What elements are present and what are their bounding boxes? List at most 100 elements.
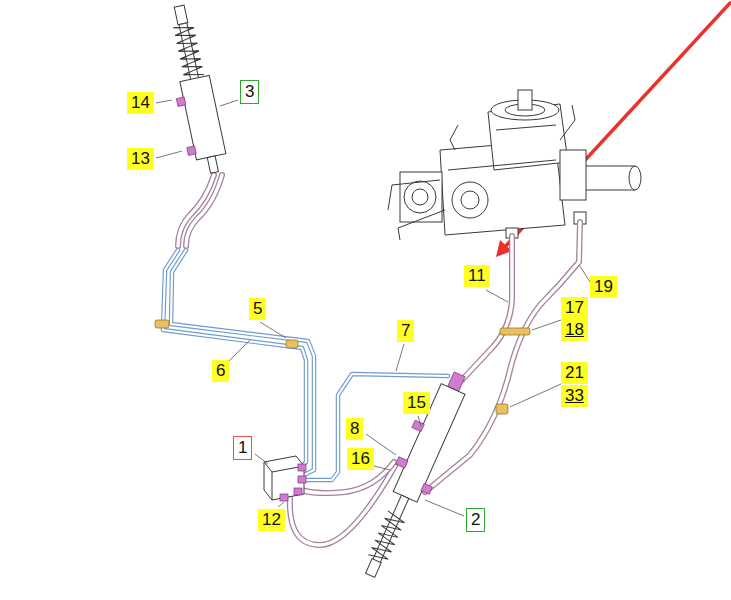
hose (186, 175, 222, 246)
spring (174, 24, 204, 79)
callout-number: 16 (351, 449, 370, 469)
callout-box: 12 (258, 509, 285, 531)
pump-motor-end (629, 166, 641, 190)
callout-number: 13 (131, 149, 150, 169)
rod (207, 156, 218, 173)
leader-line (228, 340, 250, 362)
pump-detail (448, 160, 556, 170)
callout-box: 17 (561, 297, 588, 319)
callout-number: 17 (565, 298, 584, 318)
leader-line (156, 151, 182, 158)
fitting (421, 483, 432, 494)
cylinder-body (393, 384, 465, 502)
pump-side-block (400, 172, 442, 222)
pump-gear (452, 182, 488, 218)
tube-clamp (155, 320, 169, 328)
callout-number: 12 (262, 510, 281, 530)
pump-flange-inner (412, 189, 428, 205)
callout-number: 5 (253, 299, 262, 319)
pump-flange (404, 181, 436, 213)
leader-line (580, 266, 590, 282)
callout-box: 19 (590, 276, 617, 298)
callout-box: 2 (466, 508, 485, 532)
hose (425, 222, 580, 492)
callout-box: 5 (249, 298, 266, 320)
pump-gear-inner (461, 191, 479, 209)
leader-line (156, 100, 172, 103)
pump-pipes (388, 180, 445, 240)
fitting (396, 457, 408, 468)
leader-line (260, 322, 286, 338)
rod-end (174, 5, 188, 25)
callout-number: 19 (594, 277, 613, 297)
rod-end (366, 559, 382, 578)
hose-clamp (500, 328, 530, 335)
tube (163, 250, 306, 468)
callout-number: 6 (216, 361, 225, 381)
fitting (294, 488, 302, 495)
tube (171, 250, 314, 476)
leader-line (486, 290, 508, 302)
callout-box: 16 (347, 448, 374, 470)
cylinder-body (180, 75, 226, 159)
rod (372, 495, 409, 564)
fitting (298, 476, 306, 483)
tube (163, 250, 306, 468)
callout-box: 15 (403, 392, 430, 414)
callout-number: 21 (565, 363, 584, 383)
pump-pipes (450, 105, 575, 150)
pump-detail (496, 125, 556, 130)
leader-line (418, 416, 421, 426)
hose (462, 236, 512, 380)
callout-box: 33 (561, 385, 588, 407)
leader-line (532, 320, 561, 330)
leader-line (278, 502, 284, 507)
callout-number: 15 (407, 393, 426, 413)
hose (186, 175, 222, 246)
cylinder-lower (350, 365, 479, 583)
fitting (176, 97, 185, 106)
callout-box: 21 (561, 362, 588, 384)
leader-line (374, 466, 390, 470)
fitting (412, 420, 424, 431)
callout-box: 11 (464, 265, 490, 287)
callout-box: 6 (212, 360, 229, 382)
callout-number: 33 (565, 386, 584, 406)
fitting (280, 494, 288, 501)
callout-number: 8 (350, 419, 359, 439)
callout-box: 3 (240, 80, 259, 104)
hoses (178, 175, 580, 545)
callout-box: 13 (127, 148, 154, 170)
callout-number: 1 (238, 438, 247, 458)
pump-port (518, 90, 532, 110)
callout-number: 18 (565, 320, 584, 340)
spring (368, 511, 406, 563)
callout-number: 2 (471, 510, 480, 530)
leader-lines (156, 100, 590, 516)
leader-line (425, 500, 464, 516)
callout-number: 7 (401, 321, 410, 341)
callout-box: 18 (561, 319, 588, 341)
leader-line (396, 344, 404, 371)
leader-line (220, 100, 238, 106)
callout-box: 1 (233, 436, 252, 460)
fitting (187, 146, 196, 155)
hose (462, 236, 512, 380)
cylinder-upper (158, 3, 230, 177)
tube-clamp (286, 340, 298, 348)
clamps (155, 320, 530, 414)
callout-number: 14 (131, 93, 150, 113)
callout-box: 8 (346, 418, 363, 440)
callout-number: 3 (245, 82, 254, 102)
callout-box: 7 (397, 320, 414, 342)
leader-line (510, 384, 561, 407)
hose (425, 222, 580, 492)
hose-clamp (496, 404, 508, 414)
pump-motor (585, 166, 635, 190)
callout-box: 14 (127, 92, 154, 114)
pump-valve (560, 150, 586, 200)
tube (171, 250, 314, 476)
callout-number: 11 (468, 266, 486, 286)
